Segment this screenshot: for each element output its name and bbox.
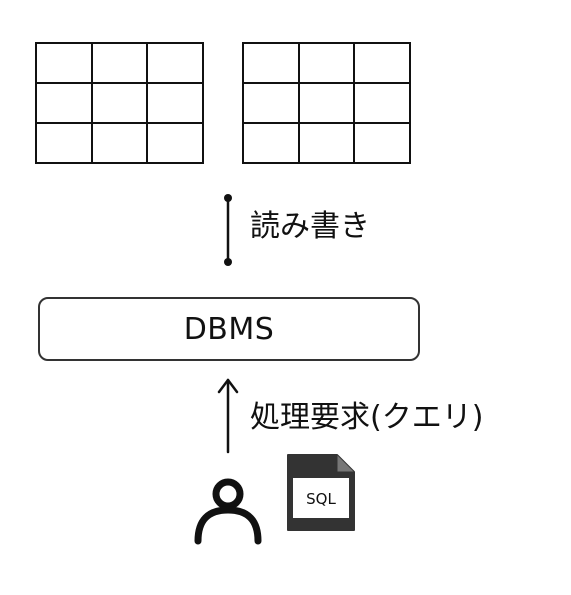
query-arrow — [217, 378, 239, 454]
dbms-label: DBMS — [183, 311, 275, 347]
query-label: 処理要求(クエリ) — [250, 400, 484, 435]
read-write-label: 読み書き — [250, 209, 370, 244]
read-write-connector — [224, 194, 232, 266]
dbms-box: DBMS — [38, 297, 420, 361]
table-grid-right — [242, 42, 411, 164]
table-grid-left — [35, 42, 204, 164]
person-icon — [194, 478, 262, 545]
sql-file-label: SQL — [306, 490, 336, 508]
sql-file-icon: SQL — [287, 454, 355, 531]
